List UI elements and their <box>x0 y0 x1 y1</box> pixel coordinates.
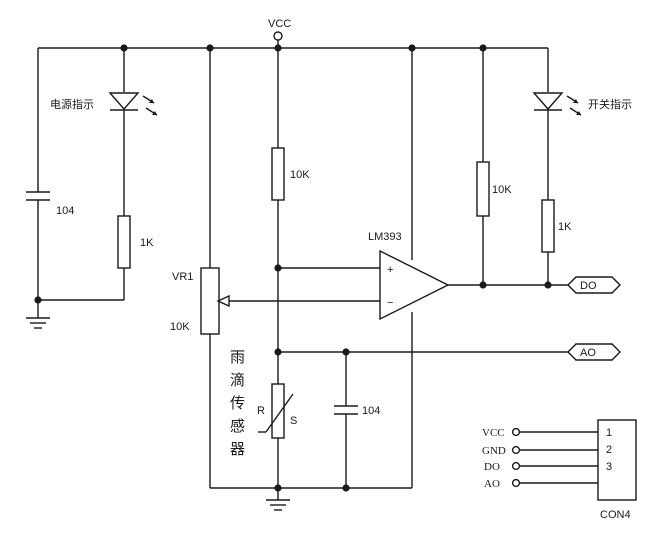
connector-pin-label-gnd: GND <box>482 445 506 457</box>
res-switch-led-value: 1K <box>558 221 572 233</box>
res-top-value: 10K <box>290 169 310 181</box>
sensor-label-char-4: 感 <box>230 417 245 435</box>
do-port-flag: DO <box>567 276 621 294</box>
do-port-label: DO <box>580 280 597 292</box>
switch-led: 开关指示 <box>532 92 632 116</box>
connector-pin-ao <box>511 478 521 488</box>
sensor-label-char-5: 器 <box>230 440 245 458</box>
connector-pin-number-1: 1 <box>606 427 612 439</box>
res-pullup-value: 10K <box>492 184 512 196</box>
cap-sensor-value: 104 <box>362 405 380 417</box>
ground-symbol-left <box>26 317 50 329</box>
wires <box>37 40 598 500</box>
capacitor-power-filter: 104 <box>26 191 74 217</box>
connector-pin-vcc <box>511 427 521 437</box>
rain-sensor: R S 雨 滴 传 感 器 <box>230 348 297 458</box>
connector-pin-label-ao: AO <box>484 478 500 490</box>
connector-pin-number-3: 3 <box>606 461 612 473</box>
vcc-label: VCC <box>268 18 291 30</box>
sensor-s-label: S <box>290 415 297 427</box>
sensor-r-label: R <box>257 405 265 417</box>
comparator-minus: − <box>387 297 393 309</box>
power-led-label: 电源指示 <box>50 97 94 111</box>
connector-pin-gnd <box>511 445 521 455</box>
comparator-lm393: + − LM393 <box>368 231 450 321</box>
vr1-value: 10K <box>170 321 190 333</box>
connector-con4: CON4 1 2 3 VCC GND DO AO <box>482 419 637 521</box>
capacitor-sensor: 104 <box>334 405 380 417</box>
connector-pin-number-2: 2 <box>606 444 612 456</box>
connector-name: CON4 <box>600 509 631 521</box>
resistor-divider-top: 10K <box>271 147 310 201</box>
ao-port-label: AO <box>580 347 596 359</box>
res-power-led-value: 1K <box>140 237 154 249</box>
resistor-switch-led: 1K <box>541 199 572 253</box>
connector-pin-do <box>511 461 521 471</box>
comparator-name: LM393 <box>368 231 402 243</box>
sensor-label-char-3: 传 <box>230 394 245 412</box>
vr1-name: VR1 <box>172 271 193 283</box>
potentiometer-vr1: VR1 10K <box>170 267 230 335</box>
cap-power-value: 104 <box>56 205 74 217</box>
connector-pin-label-do: DO <box>484 461 500 473</box>
sensor-label-char-2: 滴 <box>230 371 245 389</box>
resistor-pullup: 10K <box>476 161 512 217</box>
connector-pin-label-vcc: VCC <box>482 427 505 439</box>
comparator-plus: + <box>387 264 393 276</box>
ground-symbol-center <box>266 499 290 511</box>
junction-dots <box>34 44 552 492</box>
resistor-power-led: 1K <box>117 215 154 269</box>
power-led: 电源指示 <box>50 92 158 116</box>
switch-led-label: 开关指示 <box>588 97 632 111</box>
sensor-label-char-1: 雨 <box>230 348 245 366</box>
ao-port-flag: AO <box>567 343 621 361</box>
vcc-terminal: VCC <box>268 18 291 41</box>
